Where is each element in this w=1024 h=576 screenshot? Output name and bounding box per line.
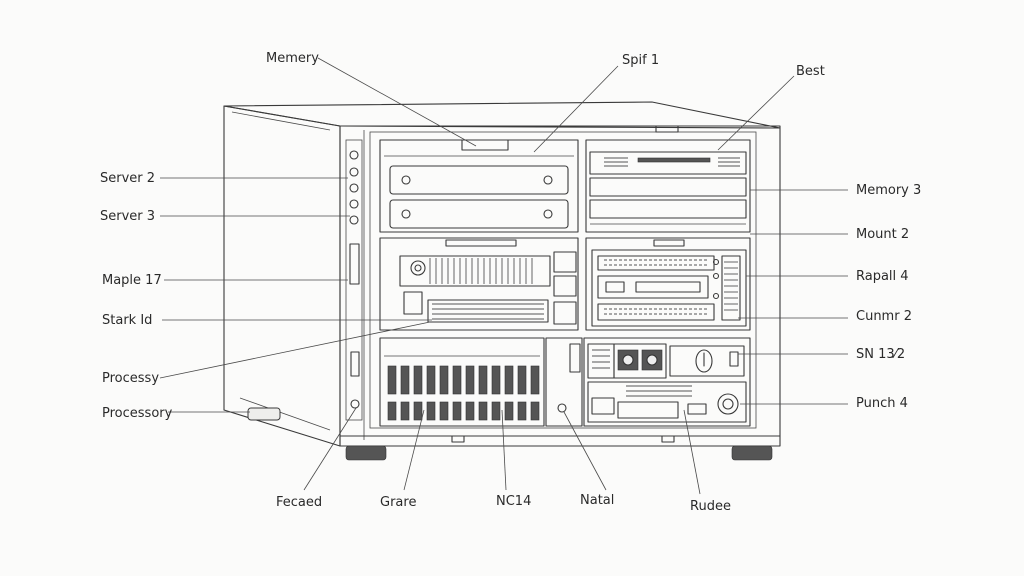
vent-slot (491, 365, 501, 395)
label-natal: Natal (580, 493, 614, 508)
vent-slot (478, 401, 488, 421)
vent-slot (517, 365, 527, 395)
vent-slot (452, 365, 462, 395)
drive-bay-right (585, 125, 751, 233)
vent-slot (452, 401, 462, 421)
vent-slot (413, 365, 423, 395)
label-nc14: NC14 (496, 494, 531, 509)
leader-lines (159, 57, 848, 495)
label-server-2: Server 2 (100, 171, 155, 186)
vent-slot (465, 401, 475, 421)
label-stark-id: Stark Id (102, 313, 152, 328)
front-panel-buttons (349, 150, 360, 409)
label-best: Best (796, 64, 825, 79)
label-rudee: Rudee (690, 499, 731, 514)
io-panel (583, 337, 751, 427)
vent-slot (387, 365, 397, 395)
label-sn: SN 13⁄2 (856, 347, 905, 362)
vent-slot (491, 401, 501, 421)
chassis-body (223, 101, 781, 447)
vent-slot (530, 401, 540, 421)
label-processory: Processory (102, 406, 173, 421)
callout-labels: Memery Spif 1 Best Server 2 Server 3 Map… (100, 51, 921, 514)
vent-slot (439, 401, 449, 421)
label-grare: Grare (380, 495, 416, 510)
label-punch-4: Punch 4 (856, 396, 908, 411)
vent-slot (387, 401, 397, 421)
label-mount-2: Mount 2 (856, 227, 909, 242)
vent-slot (400, 365, 410, 395)
vent-slot (413, 401, 423, 421)
vent-slot (465, 365, 475, 395)
vent-slot (530, 365, 540, 395)
mainboard-right (585, 237, 751, 331)
vent-slot (400, 401, 410, 421)
mainboard-left (379, 237, 579, 331)
label-cunmr-2: Cunmr 2 (856, 309, 912, 324)
chassis-feet (247, 407, 773, 461)
vent-slot (504, 401, 514, 421)
label-maple-17: Maple 17 (102, 273, 162, 288)
chassis-bottom-rail (339, 435, 781, 443)
label-server-3: Server 3 (100, 209, 155, 224)
vent-slot (517, 401, 527, 421)
vent-slot (504, 365, 514, 395)
drive-bay-left (379, 139, 579, 233)
label-rapall-4: Rapall 4 (856, 269, 909, 284)
label-processy: Processy (102, 371, 159, 386)
label-memery: Memery (266, 51, 319, 66)
label-memory-3: Memory 3 (856, 183, 921, 198)
vent-slot (426, 365, 436, 395)
vent-grille (379, 337, 583, 427)
label-fecaed: Fecaed (276, 495, 322, 510)
vent-slot (439, 365, 449, 395)
label-spif-1: Spif 1 (622, 53, 659, 68)
vent-slot (478, 365, 488, 395)
vent-slot (426, 401, 436, 421)
